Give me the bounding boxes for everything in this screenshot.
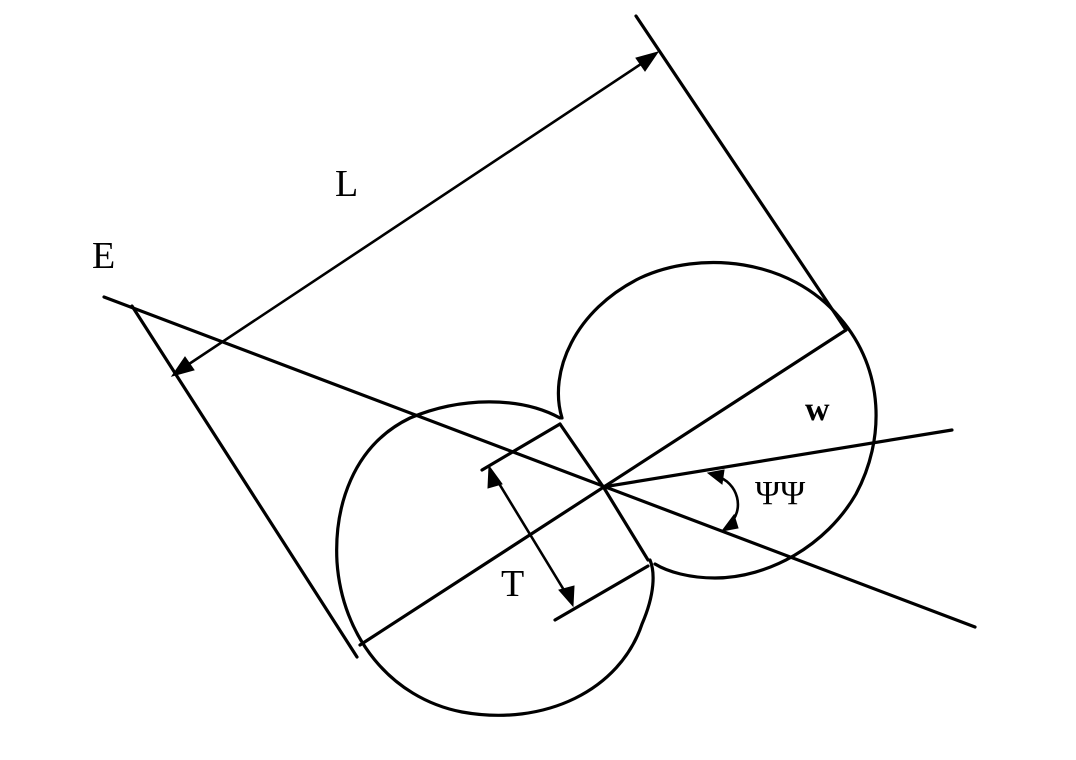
neck-upper-segment [558,422,606,490]
T-extension-upper [480,422,562,472]
neck-lower-segment [602,486,650,562]
L-arrow-top-right [635,51,660,72]
T-arrow-bottom [558,585,575,608]
label-L: L [335,163,358,205]
label-w: w [805,391,830,428]
lower-left-circle [335,400,655,717]
upper-tangent-line-E [102,295,977,629]
upper-right-circle [556,260,878,580]
T-arrow-top [487,464,503,489]
label-T: T [501,563,524,605]
right-tangent-line [634,14,848,332]
label-E: E [92,235,115,277]
angle-arc-arrow-bottom [720,513,739,532]
T-extension-lower [553,564,650,622]
label-psi: ΨΨ [755,475,805,512]
angle-arc-arrow-top [706,469,725,485]
L-arrow-bottom-left [170,356,195,377]
left-tangent-line [130,304,359,659]
angle-ray-line [601,428,954,489]
T-dimension-line [490,470,572,602]
L-dimension-line [178,56,652,372]
